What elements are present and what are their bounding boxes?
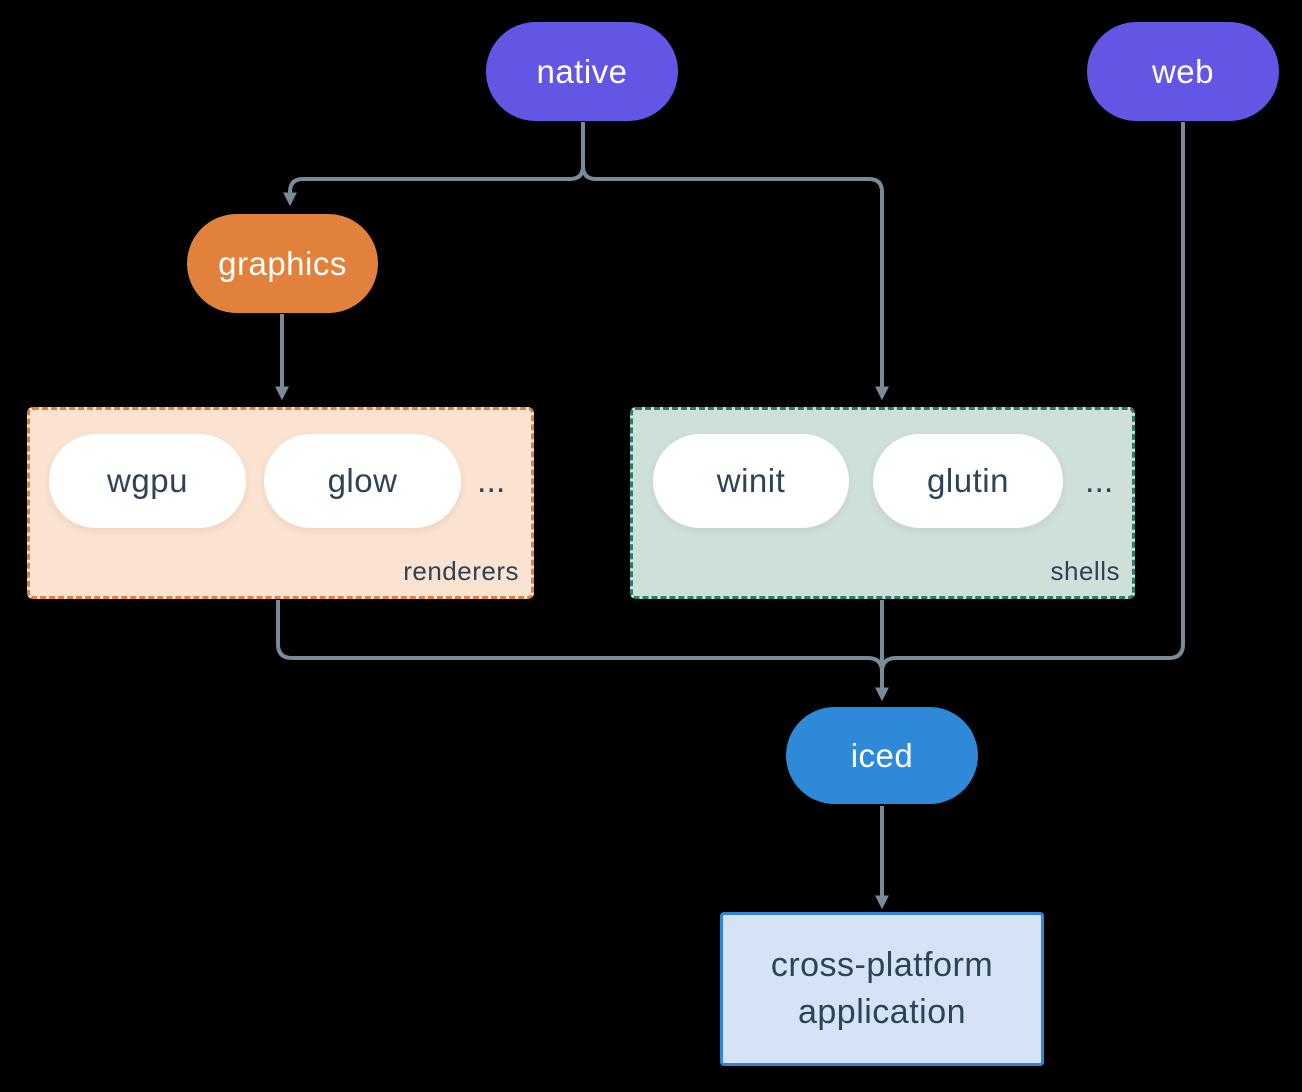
node-graphics: graphics [187,214,378,313]
edge-renderers-to-iced [276,600,884,673]
node-glow-label: glow [327,462,398,499]
node-wgpu-label: wgpu [107,462,188,499]
group-shells-label: shells [1050,556,1120,586]
node-cross-platform-application: cross-platform application [720,912,1044,1066]
node-glow: glow [264,434,461,528]
group-renderers: wgpu glow ... renderers [27,407,534,599]
node-winit-label: winit [716,462,786,499]
renderers-more-indicator: ... [477,461,506,500]
group-shells: winit glutin ... shells [630,407,1135,599]
node-winit: winit [653,434,849,528]
shells-more-indicator: ... [1085,461,1114,500]
node-web: web [1087,22,1279,121]
node-wgpu: wgpu [49,434,246,528]
node-iced: iced [786,707,978,804]
edge-native-to-graphics [283,122,585,207]
edge-native-to-shells [581,122,889,401]
node-native-label: native [536,52,628,90]
application-label-line2: application [797,993,967,1031]
node-native: native [486,22,678,121]
node-glutin: glutin [873,434,1063,528]
node-web-label: web [1151,52,1215,90]
group-renderers-label: renderers [403,556,519,586]
application-label-line1: cross-platform [770,946,994,984]
node-glutin-label: glutin [927,462,1009,499]
node-iced-label: iced [850,736,914,774]
node-graphics-label: graphics [218,244,347,282]
